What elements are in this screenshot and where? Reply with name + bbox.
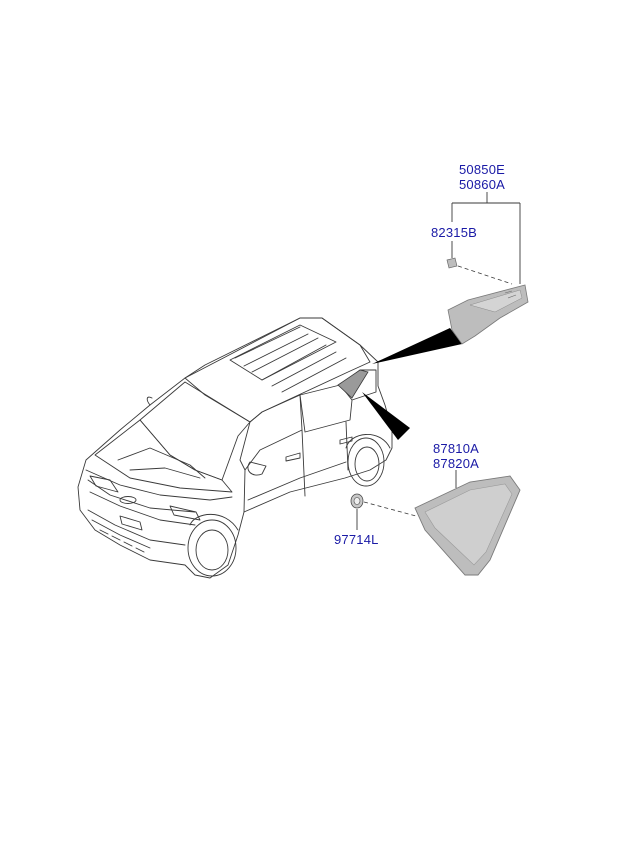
clip-dash-line <box>457 265 513 285</box>
nut-dash-line <box>363 501 417 517</box>
pointer-to-quarter-garnish <box>362 392 410 440</box>
car-quarter-glass-highlight <box>337 369 369 399</box>
part-number-87810a[interactable]: 87810A <box>433 441 480 456</box>
part-number-97714l[interactable]: 97714L <box>334 532 379 547</box>
upper-leader-lines <box>451 192 521 284</box>
part-number-50850e[interactable]: 50850E <box>459 162 506 177</box>
quarter-garnish-part <box>414 475 521 576</box>
part-number-87820a[interactable]: 87820A <box>433 456 480 471</box>
part-number-82315b[interactable]: 82315B <box>431 225 478 240</box>
car-illustration <box>77 317 393 579</box>
nut-97714l-part <box>350 493 364 509</box>
clip-82315b-part <box>446 257 458 269</box>
upper-garnish-part <box>447 284 529 345</box>
part-number-50860a[interactable]: 50860A <box>459 177 506 192</box>
pointer-to-upper-garnish <box>372 328 462 364</box>
